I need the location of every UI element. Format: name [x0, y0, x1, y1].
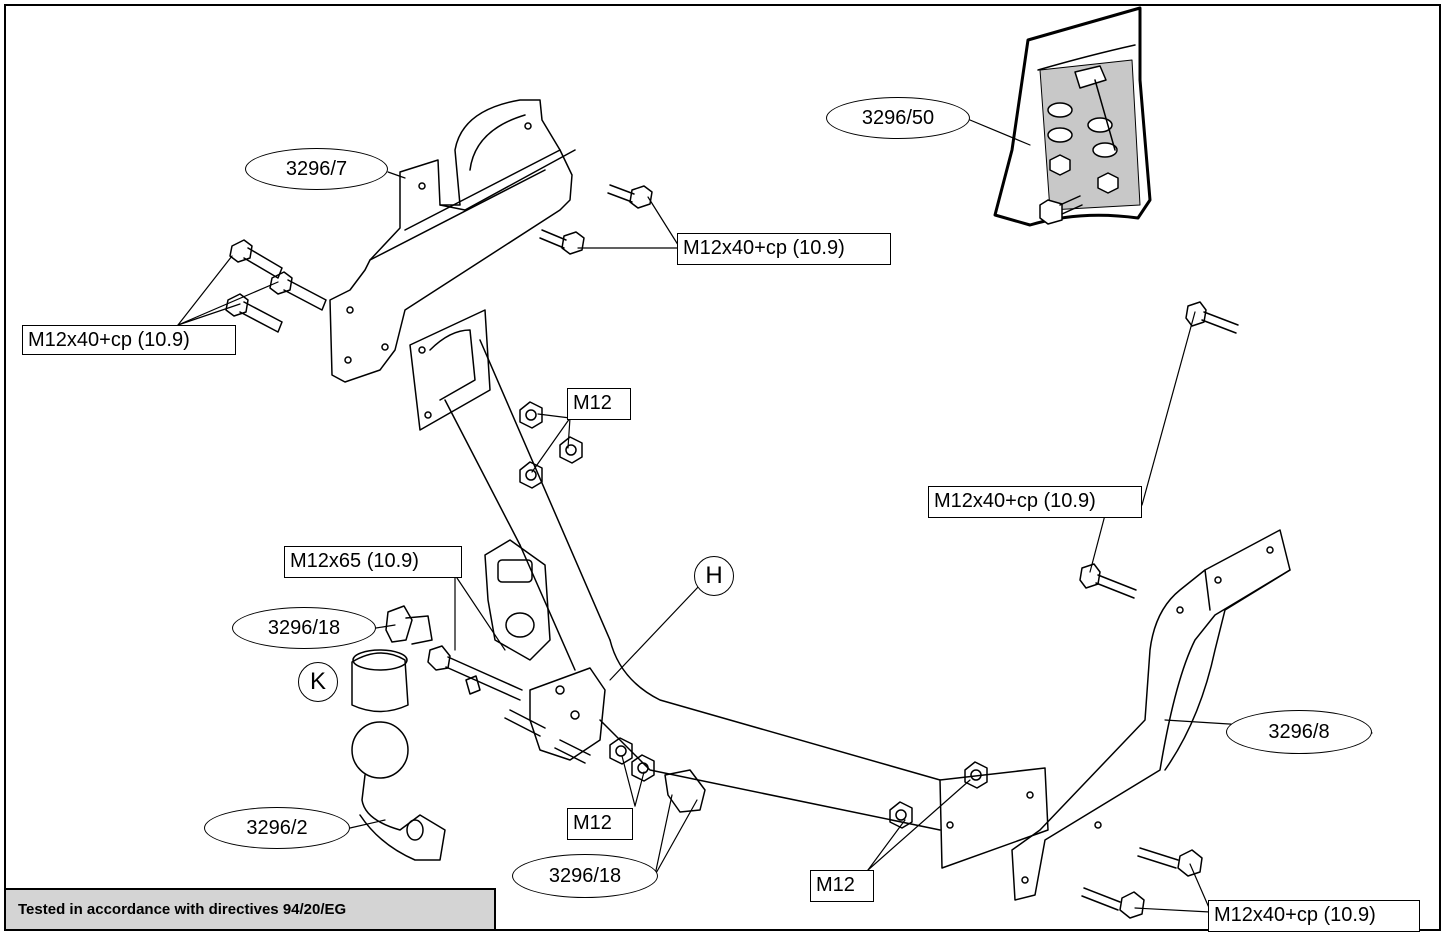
bolts-right-upper [1079, 301, 1239, 599]
label-bolt-right-lower: M12x40+cp (10.9) [1208, 900, 1420, 932]
tow-ball-drawing [351, 721, 446, 861]
socket-plate-drawing [484, 539, 551, 661]
diagram-frame [4, 4, 1441, 931]
label-nut-m12-right: M12 [810, 870, 874, 902]
bolts-upper-left [225, 239, 327, 333]
label-nut-m12-mid: M12 [567, 808, 633, 840]
label-part-3296-50: 3296/50 [826, 97, 970, 139]
bolt-m12x65 [427, 645, 523, 701]
label-bolt-m12x65: M12x65 (10.9) [284, 546, 462, 578]
bolts-upper-mid [539, 184, 653, 255]
right-bracket-drawing [1011, 529, 1291, 901]
marker-h: H [694, 556, 734, 596]
caps-3296-18-upper [385, 605, 433, 645]
main-crossbar-drawing [409, 309, 1049, 869]
certification-footer: Tested in accordance with directives 94/… [6, 888, 496, 929]
caps-3296-18-lower [664, 769, 706, 813]
nuts-m12-mid [609, 737, 655, 782]
label-bolt-upper-mid: M12x40+cp (10.9) [677, 233, 891, 265]
marker-k: K [298, 662, 338, 702]
left-bracket-drawing [329, 99, 576, 383]
footer-text: Tested in accordance with directives 94/… [18, 901, 347, 918]
label-part-3296-18-lower: 3296/18 [512, 854, 658, 898]
bolts-right-lower [1081, 847, 1203, 919]
label-part-3296-2: 3296/2 [204, 807, 350, 849]
label-part-3296-8: 3296/8 [1226, 710, 1372, 754]
nuts-m12-top [519, 401, 583, 489]
label-bolt-right-upper: M12x40+cp (10.9) [928, 486, 1142, 518]
label-bolt-upper-left: M12x40+cp (10.9) [22, 325, 236, 355]
label-part-3296-18-upper: 3296/18 [232, 607, 376, 649]
ball-cover-drawing [351, 649, 409, 713]
label-part-3296-7: 3296/7 [245, 148, 388, 190]
nuts-m12-right [889, 761, 988, 829]
hardware-bag-drawing [993, 6, 1152, 227]
label-nut-m12-top: M12 [567, 388, 631, 420]
